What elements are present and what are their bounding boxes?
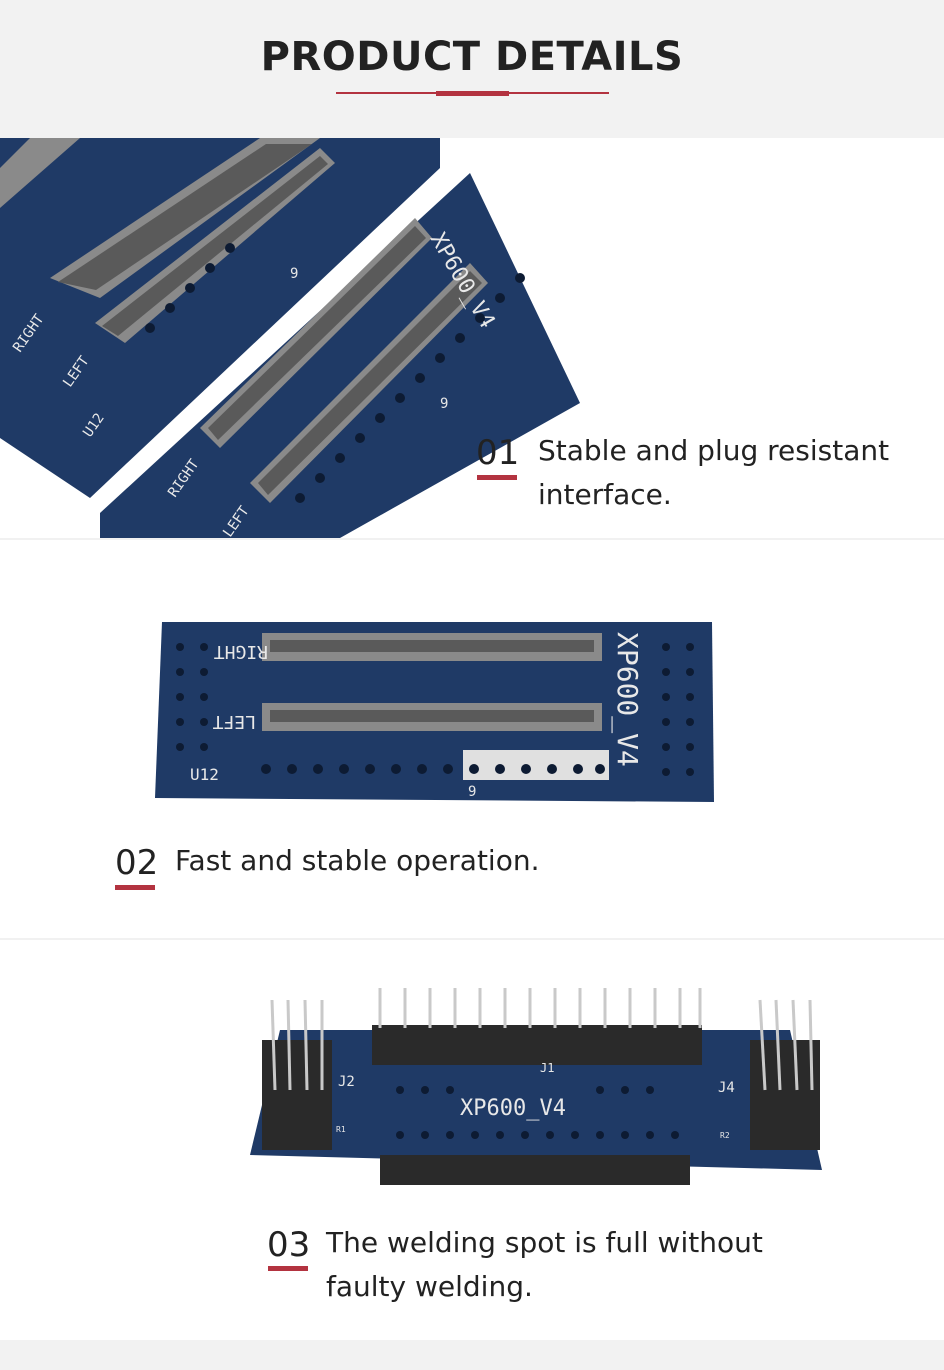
- board-label-r1: R1: [336, 1125, 346, 1134]
- feature-number-2: 02: [115, 843, 159, 883]
- pin-holes: [145, 243, 525, 503]
- header-banner: PRODUCT DETAILS: [0, 0, 944, 138]
- side-pins: [270, 999, 814, 1091]
- page-title: PRODUCT DETAILS: [260, 34, 684, 80]
- product-photo-1: RIGHT LEFT U12 9 XP600_V4 RIGHT LEFT 9: [0, 138, 580, 538]
- board-label-right: RIGHT: [214, 641, 268, 662]
- feature-text-line: Fast and stable operation.: [175, 844, 540, 877]
- board-label-j2: J2: [338, 1074, 355, 1090]
- bottom-connector: [380, 1155, 690, 1185]
- pin-holes: [176, 643, 694, 776]
- feature-number-3: 03: [267, 1225, 311, 1265]
- header-pins: [378, 988, 702, 1028]
- board-label-pin: 9: [468, 784, 476, 800]
- pcb-board-back: [0, 138, 440, 498]
- connector-slot-pins: [208, 226, 426, 440]
- section-divider: [0, 938, 944, 940]
- board-label-pin: 9: [290, 266, 298, 282]
- board-label-j1: J1: [540, 1061, 554, 1075]
- pin-header-j1: [372, 1025, 702, 1065]
- feature-number-1: 01: [476, 433, 520, 473]
- feature-section-2: RIGHT LEFT U12 9 XP600_V4 02 Fast and st…: [0, 540, 944, 938]
- feature-text-2: Fast and stable operation.: [175, 839, 539, 883]
- product-photo-2: RIGHT LEFT U12 9 XP600_V4: [155, 622, 714, 802]
- pin-header-j4: [750, 1040, 820, 1150]
- feature-number-underline-3: [268, 1266, 308, 1271]
- title-underline-accent: [436, 91, 509, 96]
- feature-section-3: XP600_V4 J1 J2 J4 R1 R2 03 The welding s…: [0, 940, 944, 1340]
- connector-slot-pins: [270, 710, 594, 722]
- board-label-j4: J4: [718, 1080, 735, 1096]
- feature-number-underline-1: [477, 475, 517, 480]
- connector-slot-pins: [58, 144, 312, 290]
- feature-number-underline-2: [115, 885, 155, 890]
- connector-slot: [0, 138, 80, 208]
- board-label-u12: U12: [190, 765, 219, 784]
- board-label-left: LEFT: [212, 711, 256, 732]
- feature-text-line: Stable and plug resistant: [538, 434, 890, 467]
- product-photo-3: XP600_V4 J1 J2 J4 R1 R2: [250, 988, 822, 1185]
- feature-text-3: The welding spot is full without faulty …: [326, 1221, 763, 1309]
- feature-section-1: RIGHT LEFT U12 9 XP600_V4 RIGHT LEFT 9 0…: [0, 138, 944, 538]
- feature-text-line: faulty welding.: [326, 1270, 533, 1303]
- feature-text-line: interface.: [538, 478, 672, 511]
- board-label-xp600: XP600_V4: [460, 1096, 566, 1121]
- feature-text-1: Stable and plug resistant interface.: [538, 429, 889, 517]
- board-label-xp600: XP600_V4: [610, 632, 644, 767]
- board-label-r2: R2: [720, 1131, 730, 1140]
- board-label-pin-front: 9: [440, 396, 448, 412]
- silkscreen-box: [463, 750, 609, 780]
- connector-slot-pins: [258, 271, 482, 495]
- feature-text-line: The welding spot is full without: [326, 1226, 763, 1259]
- connector-slot-pins: [270, 640, 594, 652]
- footer-strip: [0, 1340, 944, 1370]
- solder-points: [396, 1086, 679, 1139]
- section-divider: [0, 538, 944, 540]
- connector-slot-pins: [102, 156, 328, 336]
